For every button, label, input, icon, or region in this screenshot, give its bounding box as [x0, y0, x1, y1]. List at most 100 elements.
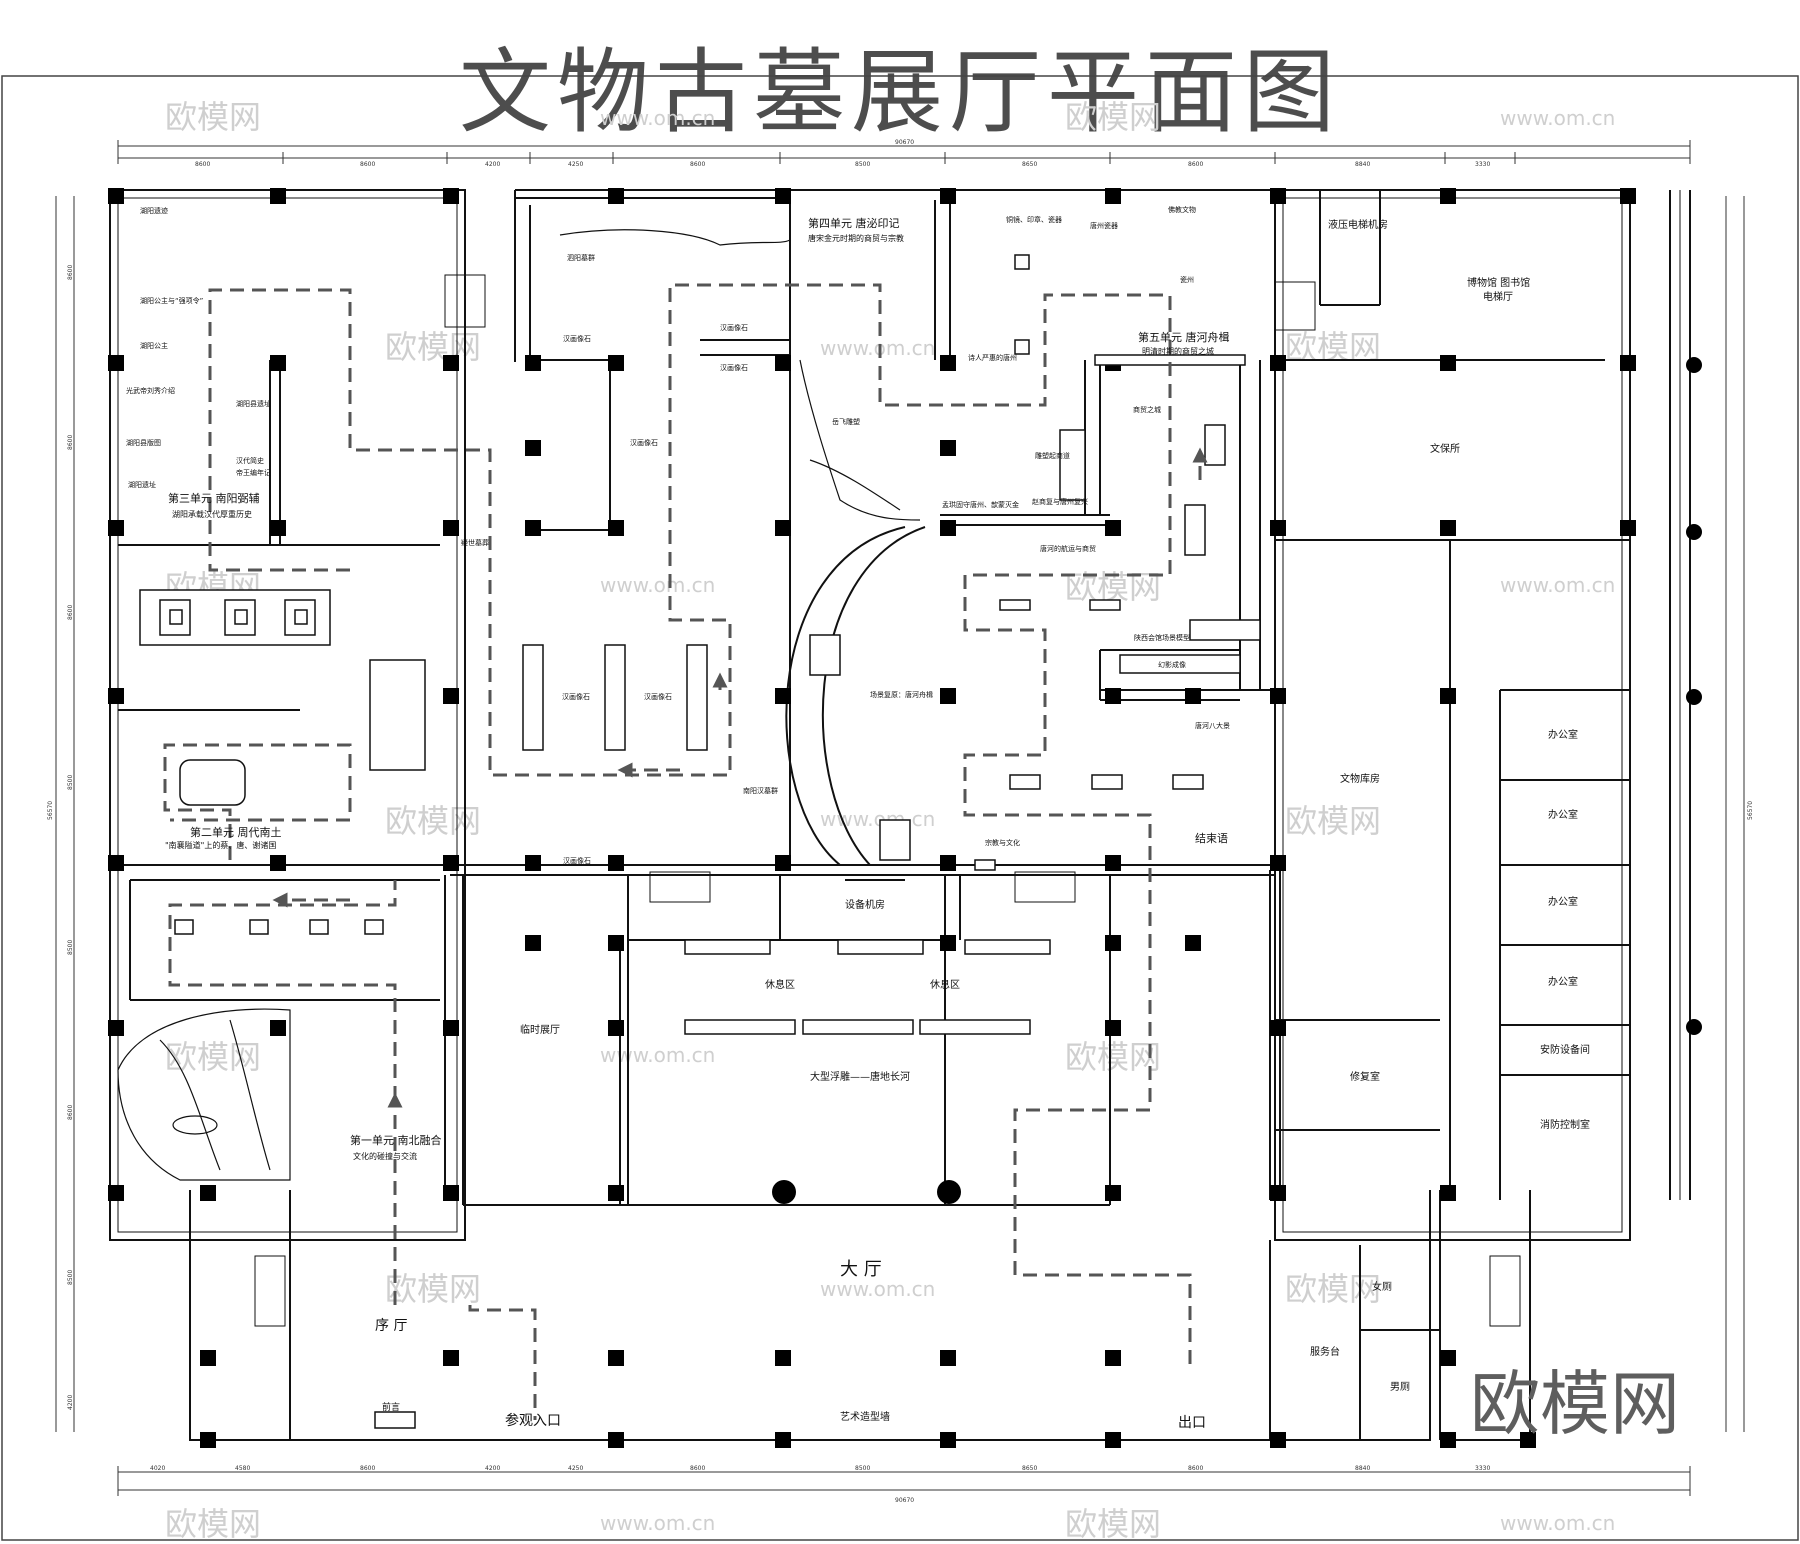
room-fire: 消防控制室 [1540, 1118, 1590, 1131]
unit-labels: 第一单元 南北融合 文化的碰撞与交流 第二单元 周代南土 "南襄隘道"上的蔡、唐… [165, 216, 1230, 1161]
room-main-hall: 大 厅 [840, 1259, 882, 1280]
dim-side-total-left: 56570 [47, 801, 54, 820]
exhibit-label: 孟珙固守唐州、歆蒙灭金 [942, 500, 1019, 509]
watermark-logo: 欧模网 [165, 1038, 261, 1076]
page-title: 文物古墓展厅平面图 [458, 39, 1341, 146]
visitor-route [163, 283, 1208, 1420]
dim-side-5: 8500 [67, 940, 74, 955]
unit1-subtitle: 文化的碰撞与交流 [353, 1151, 417, 1161]
exhibit-label: 湖阳公主与“强项令” [140, 296, 203, 305]
dim-side-2: 8600 [67, 435, 74, 450]
watermark-logo: 欧模网 [1285, 1270, 1381, 1308]
dim-total-bottom: 90670 [895, 1497, 914, 1504]
watermark-url: www.om.cn [600, 1043, 715, 1067]
unit3-title: 第三单元 南阳弼辅 [168, 491, 260, 505]
room-wenbao: 文保所 [1430, 442, 1460, 455]
watermark-url: www.om.cn [820, 807, 935, 831]
watermark-url: www.om.cn [600, 106, 715, 130]
exhibit-label: 唐河八大景 [1195, 721, 1230, 730]
room-elevator-machine: 液压电梯机房 [1328, 218, 1388, 231]
dim-bottom-11: 3330 [1475, 1465, 1490, 1472]
room-office-3: 办公室 [1548, 895, 1578, 908]
dim-top-6: 8500 [855, 161, 870, 168]
exhibit-label: 汉代简史 [236, 456, 264, 465]
exhibit-label: 湖阳县遗址 [236, 399, 271, 408]
exhibit-label: 宗教与文化 [985, 838, 1020, 847]
unit3-subtitle: 湖阳承载汉代厚重历史 [172, 509, 252, 519]
exhibit-labels: 湖阳遗迹 湖阳公主与“强项令” 湖阳公主 光武帝刘秀介绍 湖阳县版图 湖阳遗址 … [126, 205, 1230, 1413]
exhibit-label: 陕西会馆场景模型 [1134, 633, 1190, 642]
room-temp-hall: 临时展厅 [520, 1023, 560, 1036]
exhibit-label: 赵商复与唐州复兴 [1032, 497, 1088, 506]
unit2-title: 第二单元 周代南土 [190, 825, 282, 839]
exhibit-label: 瓷州 [1180, 275, 1194, 284]
exhibit-label: 场景复原：唐河舟楫 [870, 690, 933, 699]
unit1-title: 第一单元 南北融合 [350, 1133, 442, 1147]
room-office-1: 办公室 [1548, 728, 1578, 741]
unit5-subtitle: 明清时期的商贸之城 [1142, 346, 1214, 356]
room-womens: 女厕 [1372, 1280, 1392, 1293]
room-relief: 大型浮雕——唐地长河 [810, 1070, 910, 1083]
relief-curve [785, 526, 926, 881]
exhibit-label: 汉画像石 [562, 692, 590, 701]
exhibit-label: 汉画像石 [644, 692, 672, 701]
room-mens: 男厕 [1390, 1381, 1410, 1393]
exhibit-label: 佛教文物 [1168, 205, 1196, 214]
exhibit-label: 泗阳墓群 [567, 253, 595, 262]
room-office-2: 办公室 [1548, 808, 1578, 821]
dim-top-8: 8600 [1188, 161, 1203, 168]
watermark-url: www.om.cn [1500, 106, 1615, 130]
exhibit-label: 雕塑起商道 [1035, 451, 1070, 460]
exhibit-label: 前言 [382, 1401, 400, 1413]
room-prelude: 序 厅 [375, 1318, 407, 1334]
dim-side-6: 8600 [67, 1105, 74, 1120]
watermark-logo: 欧模网 [385, 1270, 481, 1308]
watermark-url: www.om.cn [1500, 1511, 1615, 1535]
dim-top-4: 4250 [568, 161, 583, 168]
dim-top-7: 8650 [1022, 161, 1037, 168]
watermark-url: www.om.cn [820, 336, 935, 360]
dimension-lines [55, 140, 1745, 1496]
exhibit-label: 岳飞雕塑 [832, 417, 860, 426]
room-elevator-hall: 电梯厅 [1483, 290, 1513, 303]
room-exit: 出口 [1178, 1415, 1206, 1431]
dim-bottom-6: 8600 [690, 1465, 705, 1472]
dim-side-7: 8500 [67, 1270, 74, 1285]
room-repair: 修复室 [1350, 1070, 1380, 1083]
room-art-wall: 艺术造型墙 [840, 1410, 890, 1423]
room-rest-2: 休息区 [930, 978, 960, 991]
dim-bottom-4: 4200 [485, 1465, 500, 1472]
watermark-logo: 欧模网 [165, 98, 261, 136]
dim-top-2: 8600 [360, 161, 375, 168]
room-kufang: 文物库房 [1340, 772, 1380, 785]
dim-bottom-10: 8840 [1355, 1465, 1370, 1472]
watermark-logo: 欧模网 [1065, 98, 1161, 136]
dim-total-top: 90670 [895, 139, 914, 146]
dim-side-total-right: 56570 [1747, 801, 1754, 820]
exhibit-label: 汉画像石 [720, 323, 748, 332]
watermark-logo: 欧模网 [165, 1505, 261, 1543]
dim-top-5: 8600 [690, 161, 705, 168]
unit4-title: 第四单元 唐泌印记 [808, 216, 900, 230]
dim-side-8: 4200 [67, 1395, 74, 1410]
brand-logo: 欧模网 [1470, 1363, 1680, 1445]
unit4-subtitle: 唐宋金元时期的商贸与宗教 [808, 233, 904, 243]
exhibit-label: 唐河的航运与商贸 [1040, 544, 1096, 553]
room-office-4: 办公室 [1548, 975, 1578, 988]
exhibit-label: 结束语 [1195, 832, 1228, 845]
dim-bottom-7: 8500 [855, 1465, 870, 1472]
room-museum-library: 博物馆 图书馆 [1467, 276, 1530, 289]
exhibit-label: 湖阳公主 [140, 341, 168, 350]
exhibit-label: 汉画像石 [630, 438, 658, 447]
dim-bottom-9: 8600 [1188, 1465, 1203, 1472]
room-security: 安防设备间 [1540, 1043, 1590, 1056]
room-rest-1: 休息区 [765, 978, 795, 991]
dim-top-3: 4200 [485, 161, 500, 168]
unit5-title: 第五单元 唐河舟楫 [1138, 330, 1230, 344]
exhibit-label: 铜镜、印章、瓷器 [1006, 215, 1062, 224]
exhibit-label: 汉画像石 [720, 363, 748, 372]
watermark-logo: 欧模网 [385, 328, 481, 366]
dim-top-1: 8600 [195, 161, 210, 168]
dim-bottom-8: 8650 [1022, 1465, 1037, 1472]
